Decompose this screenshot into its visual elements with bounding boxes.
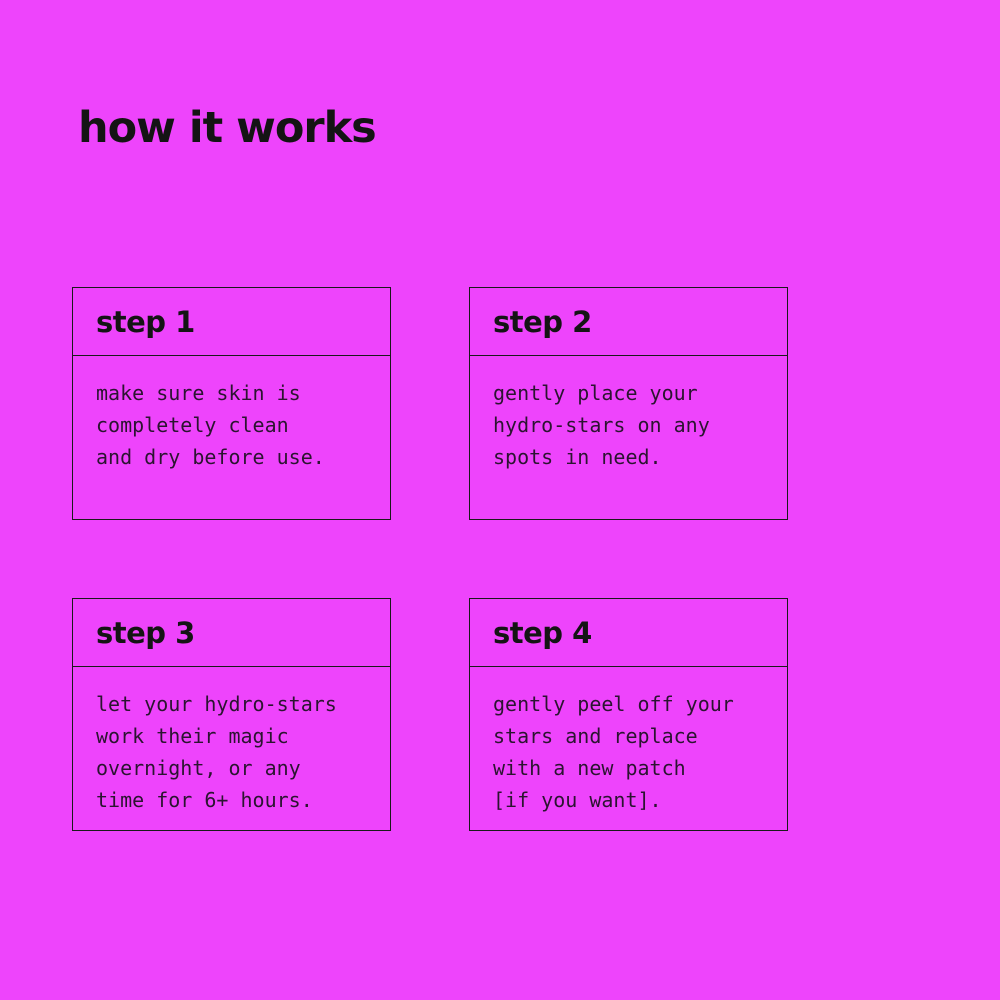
step-card-2: step 2 gently place your hydro-stars on …: [469, 287, 788, 520]
step-card-3-header: step 3: [73, 599, 390, 667]
step-2-label: step 2: [493, 304, 592, 339]
step-4-description: gently peel off your stars and replace w…: [493, 692, 734, 812]
step-4-label: step 4: [493, 615, 592, 650]
step-3-description: let your hydro-stars work their magic ov…: [96, 692, 337, 812]
step-1-description: make sure skin is completely clean and d…: [96, 381, 325, 469]
page-title: how it works: [78, 103, 377, 153]
step-card-1-header: step 1: [73, 288, 390, 356]
step-card-4: step 4 gently peel off your stars and re…: [469, 598, 788, 831]
step-card-2-header: step 2: [470, 288, 787, 356]
step-card-1: step 1 make sure skin is completely clea…: [72, 287, 391, 520]
step-3-label: step 3: [96, 615, 195, 650]
step-2-description: gently place your hydro-stars on any spo…: [493, 381, 710, 469]
step-card-3: step 3 let your hydro-stars work their m…: [72, 598, 391, 831]
step-1-label: step 1: [96, 304, 195, 339]
step-card-4-header: step 4: [470, 599, 787, 667]
